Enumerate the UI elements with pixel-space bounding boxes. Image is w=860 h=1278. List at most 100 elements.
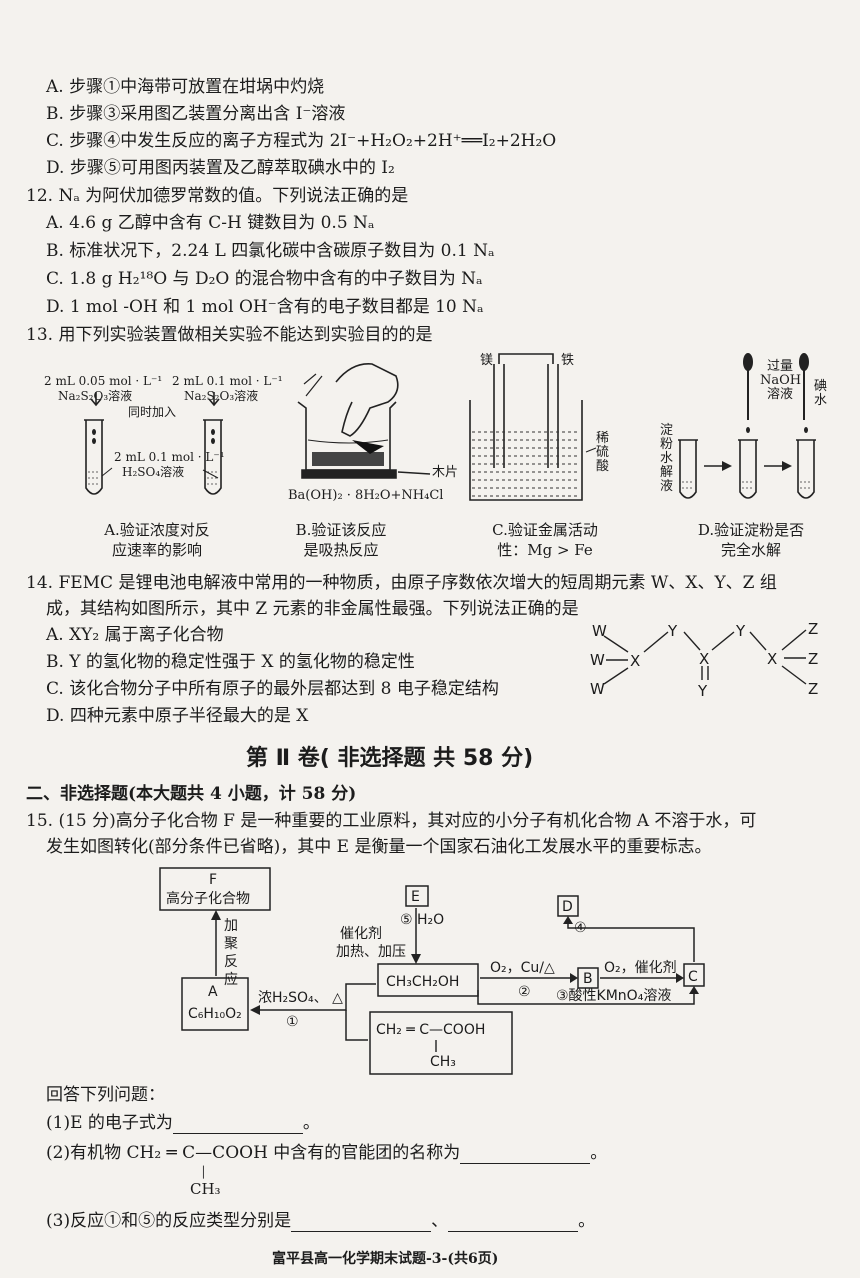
figD-tube-2	[739, 440, 757, 499]
figC-acid-label: 稀硫酸	[596, 431, 610, 474]
bond-y2-x3	[749, 631, 767, 651]
q15-stem-2: 发生如图转化(部分条件已省略)，其中 E 是衡量一个国家石油化工发展水平的重要标…	[46, 837, 712, 857]
scheme-addpoly-2: 聚	[224, 936, 238, 952]
struct-z2: Z	[808, 650, 818, 668]
q13-caption-a: A.验证浓度对反应速率的影响	[104, 521, 210, 559]
answer-intro: 回答下列问题：	[46, 1085, 165, 1105]
figD-iodine-label: 碘水	[814, 379, 828, 408]
figB-reagent-label: Ba(OH)₂ · 8H₂O+NH₄Cl	[288, 488, 444, 503]
figC-beaker	[469, 400, 583, 501]
q13-caption-b: B.验证该反应是吸热反应	[295, 521, 387, 559]
figB-mixture	[312, 440, 384, 466]
q12-stem: 12. Nₐ 为阿伏加德罗常数的值。下列说法正确的是	[26, 186, 409, 206]
part2-title: 第 Ⅱ 卷( 非选择题 共 58 分)	[246, 746, 534, 771]
figD-starch-label: 淀粉水解液	[660, 423, 674, 494]
scheme-a-formula: C₆H₁₀O₂	[188, 1006, 242, 1022]
q12-option-d: D. 1 mol -OH 和 1 mol OH⁻含有的电子数目都是 10 Nₐ	[46, 297, 484, 317]
scheme-heat-pressure: 加热、加压	[336, 944, 406, 960]
q11-option-a: A. 步骤①中海带可放置在坩埚中灼烧	[46, 77, 325, 97]
scheme-b: B	[583, 971, 593, 987]
answer-blank-3a[interactable]	[291, 1231, 432, 1232]
q11-option-b: B. 步骤③采用图乙装置分离出含 I⁻溶液	[46, 104, 346, 124]
figA-middle-label: 同时加入	[128, 405, 177, 419]
scheme-oxid-condition2: O₂，催化剂	[604, 960, 677, 976]
section2-heading: 二、非选择题(本大题共 4 小题，计 58 分)	[26, 784, 357, 804]
q15-stem-1: 15. (15 分)高分子化合物 F 是一种重要的工业原料，其对应的小分子有机化…	[26, 811, 757, 831]
figD-tube-3	[797, 440, 815, 499]
bond-x-y1	[643, 631, 669, 653]
arrow-c-to-d	[567, 920, 695, 962]
q14-stem-1: 14. FEMC 是锂电池电解液中常用的一种物质，由原子序数依次增大的短周期元素…	[26, 573, 777, 593]
box-methacrylic-acid	[369, 1011, 513, 1075]
struct-w3: W	[590, 680, 605, 698]
q12-option-b: B. 标准状况下，2.24 L 四氯化碳中含碳原子数目为 0.1 Nₐ	[46, 241, 495, 261]
q15-sub2-ch3: CH₃	[190, 1180, 221, 1198]
figC-fe-label: 铁	[561, 353, 575, 368]
figA-left-label-2: Na₂S₂O₃溶液	[58, 389, 133, 403]
answer-blank-2[interactable]	[460, 1163, 591, 1164]
q12-option-c: C. 1.8 g H₂¹⁸O 与 D₂O 的混合物中含有的中子数目为 Nₐ	[46, 269, 483, 289]
figA-right-tube	[204, 420, 222, 495]
scheme-step3: ③酸性KMnO₄溶液	[556, 988, 671, 1004]
q11-option-d: D. 步骤⑤可用图丙装置及乙醇萃取碘水中的 I₂	[46, 158, 395, 178]
struct-y1: Y	[667, 622, 678, 640]
figB-hand	[335, 363, 399, 437]
scheme-step4: ④	[574, 920, 587, 936]
figA-drops	[92, 429, 215, 444]
page-footer: 富平县高一化学期末试题-3-(共6页)	[272, 1251, 499, 1267]
figA-acid-label-1: 2 mL 0.1 mol · L⁻¹	[114, 450, 225, 464]
q15-sub1: (1)E 的电子式为。	[46, 1113, 320, 1134]
scheme-a-letter: A	[208, 984, 218, 1000]
scheme-f-name: 高分子化合物	[166, 890, 250, 907]
figB-wood-label: 木片	[432, 465, 459, 480]
figD-tube-1	[679, 440, 697, 499]
scheme-addpoly-4: 应	[224, 971, 238, 988]
q14-option-a: A. XY₂ 属于离子化合物	[46, 625, 224, 645]
scheme-c: C	[688, 969, 698, 985]
q13-stem: 13. 用下列实验装置做相关实验不能达到实验目的的是	[26, 325, 433, 345]
struct-z3: Z	[808, 680, 818, 698]
box-a	[181, 977, 249, 1031]
struct-y3: Y	[697, 682, 708, 700]
scheme-f-letter: F	[209, 872, 217, 888]
figA-left-tube	[85, 420, 103, 495]
bond-x2-y2	[711, 631, 735, 651]
figD-naoh-label: 过量NaOH溶液	[760, 359, 802, 402]
figA-left-arrowhead	[90, 398, 102, 407]
struct-z1: Z	[808, 620, 818, 638]
struct-x2: X	[699, 650, 709, 668]
arrow-ethanol-to-c	[477, 990, 695, 1005]
arrow-to-a	[254, 983, 376, 1011]
figC-wire	[498, 353, 554, 364]
q14-option-c: C. 该化合物分子中所有原子的最外层都达到 8 电子稳定结构	[46, 679, 499, 699]
box-f	[159, 867, 271, 911]
figC-mg-electrode	[493, 364, 505, 468]
scheme-addpoly-3: 反	[224, 954, 238, 970]
scheme-oxid-condition: O₂，Cu/△	[490, 960, 555, 976]
bond-w3-x	[603, 667, 629, 685]
scheme-step5: ⑤ H₂O	[400, 912, 444, 928]
q14-stem-2: 成，其结构如图所示，其中 Z 元素的非金属性最强。下列说法正确的是	[46, 599, 579, 619]
answer-blank-3b[interactable]	[448, 1231, 579, 1232]
scheme-e: E	[411, 889, 420, 905]
answer-blank-1[interactable]	[172, 1133, 303, 1134]
q11-option-c: C. 步骤④中发生反应的离子方程式为 2I⁻+H₂O₂+2H⁺══I₂+2H₂O	[46, 131, 557, 151]
scheme-catalyst: 催化剂	[340, 926, 382, 942]
q15-sub2-double-bond: │	[200, 1166, 207, 1179]
figA-left-label-1: 2 mL 0.05 mol · L⁻¹	[44, 374, 163, 388]
struct-w2: W	[590, 651, 605, 669]
box-ethanol	[377, 963, 479, 997]
scheme-acid-condition: 浓H₂SO₄、 △	[258, 990, 343, 1006]
q15-sub3: (3)反应①和⑤的反应类型分别是、。	[46, 1211, 596, 1232]
q13-caption-d: D.验证淀粉是否完全水解	[697, 521, 805, 559]
struct-x1: X	[630, 652, 640, 670]
scheme-d: D	[562, 899, 573, 915]
bond-x2-y3-double	[701, 666, 709, 680]
scheme-step2: ②	[518, 984, 531, 1000]
